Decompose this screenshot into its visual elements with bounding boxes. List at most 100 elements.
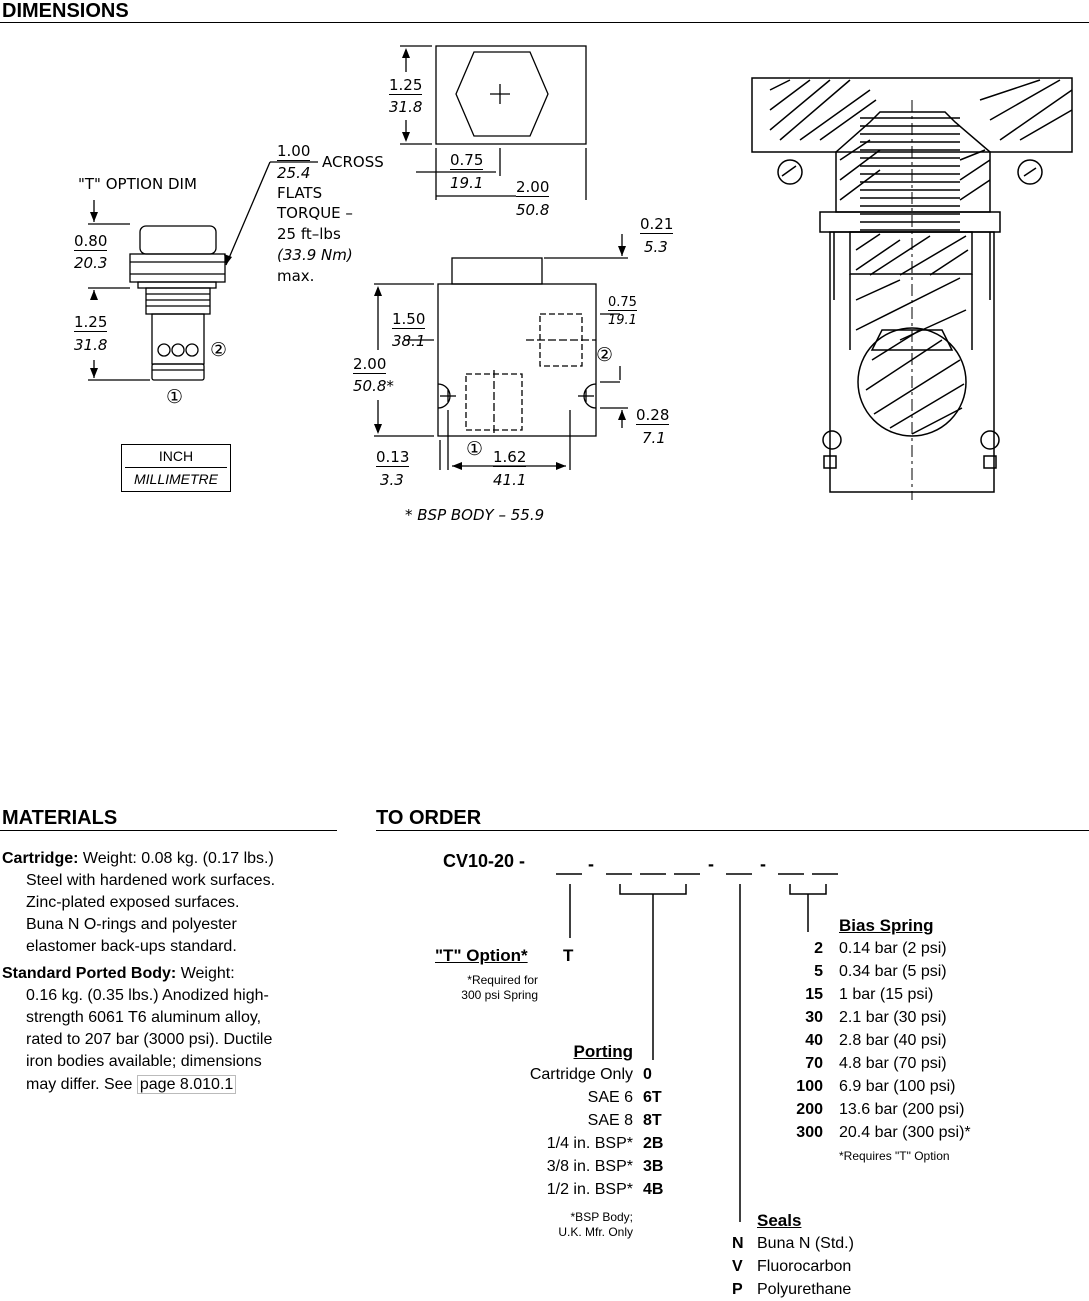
svg-text:-: - xyxy=(708,854,714,874)
bias-name-7: 13.6 bar (200 psi) xyxy=(839,1101,965,1118)
bias-name-8: 20.4 bar (300 psi)* xyxy=(839,1124,971,1141)
page-link[interactable]: page 8.010.1 xyxy=(136,1075,237,1094)
bias-code-4: 40 xyxy=(805,1032,823,1049)
hex-top-view xyxy=(400,45,587,200)
dim-254: 25.4 xyxy=(277,164,311,182)
dim-53: 5.3 xyxy=(644,238,668,256)
order-rule xyxy=(376,830,1089,831)
dim-075b: 0.75 xyxy=(608,295,637,311)
porting-code-2: 8T xyxy=(643,1112,662,1129)
torque-value: 25 ft–lbs xyxy=(277,225,341,243)
bias-spring-note: *Requires "T" Option xyxy=(839,1149,950,1163)
dim-013: 0.13 xyxy=(376,448,410,467)
dim-191b: 19.1 xyxy=(608,313,637,328)
flats-label: FLATS xyxy=(277,184,323,202)
bias-code-8: 300 xyxy=(796,1124,823,1141)
body-line-1: 0.16 kg. (0.35 lbs.) Anodized high- xyxy=(26,987,269,1004)
dim-71: 7.1 xyxy=(642,429,666,447)
bias-name-4: 2.8 bar (40 psi) xyxy=(839,1032,947,1049)
bias-name-2: 1 bar (15 psi) xyxy=(839,986,934,1003)
dim-028: 0.28 xyxy=(636,406,670,425)
seal-name-0: Buna N (Std.) xyxy=(757,1235,854,1252)
porting-name-2: SAE 8 xyxy=(587,1112,633,1129)
seal-code-0: N xyxy=(732,1235,744,1252)
bsp-note: * BSP BODY – 55.9 xyxy=(405,506,545,524)
materials-rule xyxy=(0,830,337,831)
porting-code-1: 6T xyxy=(643,1089,662,1106)
dim-318b: 31.8 xyxy=(389,98,423,116)
bias-code-0: 2 xyxy=(814,940,823,957)
porting-code-5: 4B xyxy=(643,1181,664,1198)
bias-code-3: 30 xyxy=(805,1009,823,1026)
t-option-note-2: 300 psi Spring xyxy=(461,988,538,1002)
dim-381: 38.1 xyxy=(392,332,426,350)
bias-code-7: 200 xyxy=(796,1101,823,1118)
cartridge-label: Cartridge: xyxy=(2,850,79,867)
seal-name-2: Polyurethane xyxy=(757,1281,852,1298)
t-option-note-1: *Required for xyxy=(467,973,538,987)
body-line-3: rated to 207 bar (3000 psi). Ductile xyxy=(26,1031,273,1048)
across-label: ACROSS xyxy=(322,153,384,171)
body-line-0: Standard Ported Body: Weight: xyxy=(2,965,235,982)
cartridge-line-0: Cartridge: Weight: 0.08 kg. (0.17 lbs.) xyxy=(2,850,274,867)
body-line-2: strength 6061 T6 aluminum alloy, xyxy=(26,1009,262,1026)
dim-411: 41.1 xyxy=(493,471,527,489)
bias-name-1: 0.34 bar (5 psi) xyxy=(839,963,947,980)
porting-note-1: *BSP Body; xyxy=(570,1210,633,1224)
cartridge-line-2: Zinc-plated exposed surfaces. xyxy=(26,894,240,911)
cartridge-line-3: Buna N O-rings and polyester xyxy=(26,916,237,933)
dim-200b: 2.00 xyxy=(353,355,387,374)
t-option-code: T xyxy=(563,946,574,965)
dim-508b: 50.8* xyxy=(353,377,394,395)
porting-name-4: 3/8 in. BSP* xyxy=(546,1158,633,1175)
torque-label: TORQUE – xyxy=(277,204,353,222)
body-line-4: iron bodies available; dimensions xyxy=(26,1053,262,1070)
bias-name-0: 0.14 bar (2 psi) xyxy=(839,940,947,957)
cartridge-line-1: Steel with hardened work surfaces. xyxy=(26,872,276,889)
bias-name-3: 2.1 bar (30 psi) xyxy=(839,1009,947,1026)
body-line-5: may differ. See page 8.010.1 xyxy=(26,1074,237,1096)
porting-code-3: 2B xyxy=(643,1135,664,1152)
bias-name-5: 4.8 bar (70 psi) xyxy=(839,1055,947,1072)
bias-code-2: 15 xyxy=(805,986,823,1003)
cartridge-line-4: elastomer back-ups standard. xyxy=(26,938,237,955)
dim-200a: 2.00 xyxy=(516,178,550,197)
porting-code-4: 3B xyxy=(643,1158,664,1175)
seal-code-2: P xyxy=(732,1281,743,1298)
torque-metric: (33.9 Nm) xyxy=(277,246,353,264)
body-label: Standard Ported Body: xyxy=(2,965,177,982)
seal-code-1: V xyxy=(732,1258,743,1275)
unit-legend: INCH MILLIMETRE xyxy=(121,444,231,492)
porting-name-1: SAE 6 xyxy=(587,1089,633,1106)
seals-heading: Seals xyxy=(757,1211,802,1230)
dim-100: 1.00 xyxy=(277,142,311,161)
bias-code-1: 5 xyxy=(814,963,823,980)
body-port-2-label: ② xyxy=(596,344,614,366)
dim-33: 3.3 xyxy=(380,471,404,489)
svg-text:-: - xyxy=(760,854,766,874)
materials-title: MATERIALS xyxy=(2,807,118,829)
dim-125a: 1.25 xyxy=(74,313,108,332)
order-code-prefix: CV10-20 - xyxy=(443,851,526,871)
porting-note-2: U.K. Mfr. Only xyxy=(558,1225,633,1239)
cartridge-side-view xyxy=(88,161,318,381)
dim-318a: 31.8 xyxy=(74,336,108,354)
porting-code-0: 0 xyxy=(643,1066,652,1083)
torque-max: max. xyxy=(277,267,315,285)
body-front-view xyxy=(374,234,628,470)
dim-191a: 19.1 xyxy=(450,174,484,192)
bias-name-6: 6.9 bar (100 psi) xyxy=(839,1078,956,1095)
unit-inch: INCH xyxy=(125,445,227,468)
dim-021: 0.21 xyxy=(640,215,674,234)
t-option-label: "T" OPTION DIM xyxy=(78,175,197,193)
dimensions-rule xyxy=(0,22,1089,23)
dimensions-title: DIMENSIONS xyxy=(2,0,129,22)
porting-heading: Porting xyxy=(573,1042,634,1061)
porting-name-5: 1/2 in. BSP* xyxy=(546,1181,633,1198)
svg-text:-: - xyxy=(588,854,594,874)
porting-name-0: Cartridge Only xyxy=(529,1066,633,1083)
dimension-drawings xyxy=(88,45,1073,500)
porting-name-3: 1/4 in. BSP* xyxy=(546,1135,633,1152)
seal-name-1: Fluorocarbon xyxy=(757,1258,852,1275)
port-1-label: ① xyxy=(166,386,184,408)
